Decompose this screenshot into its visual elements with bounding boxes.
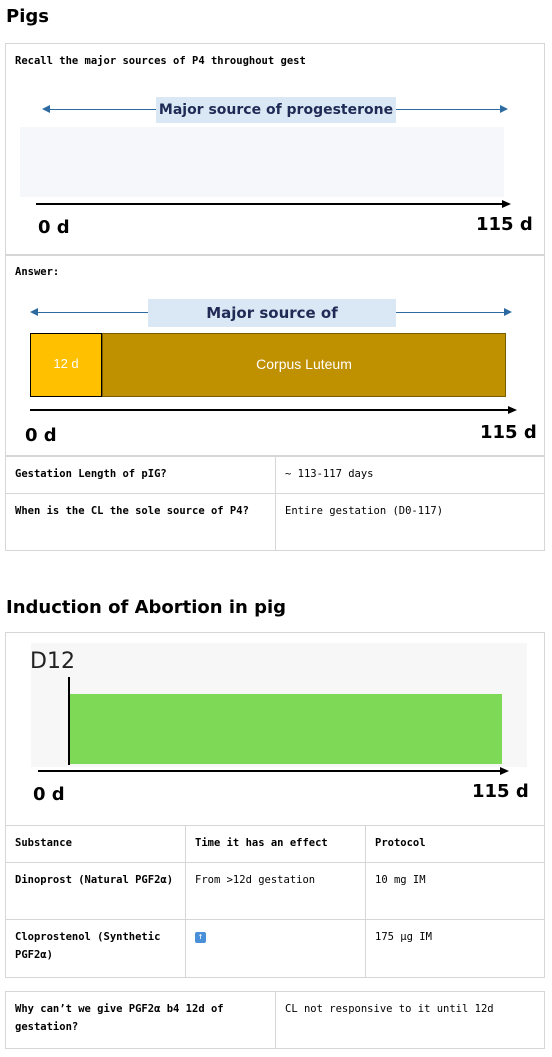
answer-arrow-right-icon: [504, 308, 512, 316]
responsive-period-bar: [70, 694, 502, 764]
up-arrow-icon: ↑: [195, 931, 206, 943]
abortion-timeline-card: D12 D12 0 d 115 d: [5, 632, 545, 826]
blank-answer-area: [20, 127, 504, 197]
row-answer: Entire gestation (D0-117): [275, 493, 545, 551]
protocol-cell: 175 µg IM: [365, 919, 545, 978]
question-card: Recall the major sources of P4 throughou…: [5, 43, 545, 255]
protocol-cell: 10 mg IM: [365, 862, 545, 920]
progesterone-banner: Major source of progesterone: [156, 97, 396, 123]
question-prompt: Recall the major sources of P4 throughou…: [15, 55, 306, 67]
d12-marker-line: [68, 677, 70, 765]
header-protocol: Protocol: [365, 825, 545, 863]
substance-cell: Dinoprost (Natural PGF2α): [5, 862, 186, 920]
abortion-timeline-axis: [38, 770, 500, 772]
axis-start-label: 0 d: [38, 217, 70, 238]
header-time: Time it has an effect: [185, 825, 366, 863]
row-answer: ~ 113-117 days: [275, 456, 545, 494]
answer-axis-start-label: 0 d: [25, 425, 57, 446]
abortion-axis-start-label: 0 d: [33, 784, 65, 805]
time-cell: ↑: [185, 919, 366, 978]
segment-early-12d: 12 d: [30, 333, 102, 397]
arrow-right-icon: [500, 105, 508, 113]
axis-end-label: 115 d: [476, 214, 533, 235]
row-question: When is the CL the sole source of P4?: [5, 493, 276, 551]
d12-marker-text: D12: [30, 649, 75, 674]
header-substance: Substance: [5, 825, 186, 863]
arrow-left-icon: [42, 105, 50, 113]
segment-corpus-luteum: Corpus Luteum: [102, 333, 506, 397]
answer-arrow-left-icon: [30, 308, 38, 316]
abortion-axis-arrow-icon: [500, 767, 509, 775]
answer-label: Answer:: [15, 266, 60, 278]
axis-arrow-icon: [502, 200, 511, 208]
timeline-axis: [36, 203, 502, 205]
why-question: Why can’t we give PGF2α b4 12d of gestat…: [5, 991, 276, 1049]
time-cell: From >12d gestation: [185, 862, 366, 920]
answer-axis-end-label: 115 d: [480, 422, 537, 443]
substance-cell: Cloprostenol (Synthetic PGF2α): [5, 919, 186, 978]
answer-progesterone-banner: Major source of progesterone: [148, 299, 396, 350]
answer-axis-arrow-icon: [508, 406, 517, 414]
why-answer: CL not responsive to it until 12d: [275, 991, 545, 1049]
section-title-pigs: Pigs: [6, 6, 49, 27]
answer-card: Answer: Major source of progesterone 12 …: [5, 255, 545, 456]
section-title-induction: Induction of Abortion in pig: [6, 597, 287, 618]
answer-timeline-axis: [30, 409, 508, 411]
abortion-axis-end-label: 115 d: [472, 781, 529, 802]
row-question: Gestation Length of pIG?: [5, 456, 276, 494]
